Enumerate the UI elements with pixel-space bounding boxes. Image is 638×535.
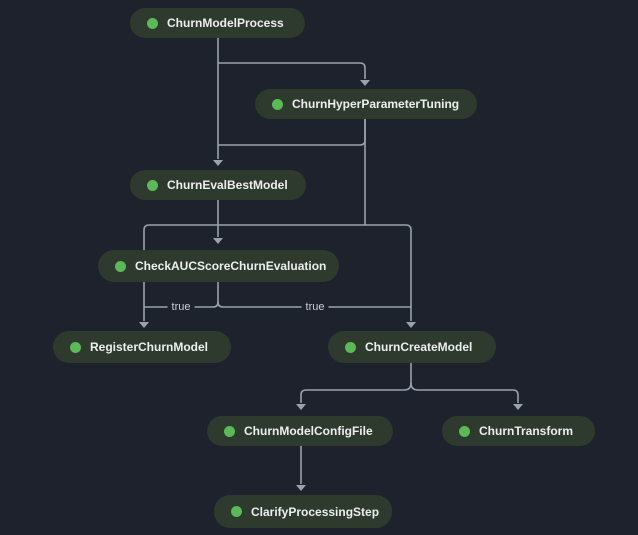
pipeline-step-node-ChurnModelConfigFile[interactable]: ChurnModelConfigFile	[207, 416, 393, 446]
node-label: RegisterChurnModel	[90, 340, 209, 354]
pipeline-step-node-ChurnEvalBestModel[interactable]: ChurnEvalBestModel	[130, 170, 306, 200]
pipeline-step-node-ChurnHyperParameterTuning[interactable]: ChurnHyperParameterTuning	[255, 89, 477, 119]
edge-arrowhead-icon	[296, 485, 306, 491]
edge-ChurnHyperParameterTuning-to-RegisterChurnModel	[143, 119, 366, 321]
node-label: ChurnCreateModel	[365, 340, 473, 354]
node-label: ChurnModelConfigFile	[244, 424, 373, 438]
edge-ChurnCreateModel-to-ChurnModelConfigFile	[300, 363, 412, 403]
pipeline-step-node-ChurnCreateModel[interactable]: ChurnCreateModel	[328, 331, 496, 363]
edge-arrowhead-icon	[406, 322, 416, 328]
status-success-dot-icon	[70, 341, 81, 353]
edge-ChurnHyperParameterTuning-to-ChurnCreateModel	[365, 224, 412, 321]
edge-ChurnHyperParameterTuning-to-ChurnEvalBestModel	[218, 119, 366, 146]
node-label: CheckAUCScoreChurnEvaluation	[135, 259, 327, 273]
edge-arrowhead-icon	[360, 80, 370, 86]
node-label: ChurnTransform	[479, 424, 574, 438]
status-success-dot-icon	[147, 17, 158, 29]
pipeline-step-node-ClarifyProcessingStep[interactable]: ClarifyProcessingStep	[214, 495, 392, 528]
edge-arrowhead-icon	[213, 160, 223, 166]
edge-condition-label: true	[301, 300, 329, 314]
status-success-dot-icon	[147, 179, 158, 191]
edge-ChurnModelProcess-to-ChurnHyperParameterTuning	[218, 62, 366, 79]
edge-arrowhead-icon	[213, 238, 223, 244]
edge-ChurnCreateModel-to-ChurnTransform	[410, 382, 519, 403]
status-success-dot-icon	[345, 341, 356, 353]
status-success-dot-icon	[459, 425, 470, 437]
edge-arrowhead-icon	[296, 404, 306, 410]
edge-arrowhead-icon	[513, 404, 523, 410]
edge-condition-label: true	[167, 300, 195, 314]
node-label: ChurnModelProcess	[167, 16, 284, 30]
edge-arrowhead-icon	[139, 322, 149, 328]
pipeline-step-node-RegisterChurnModel[interactable]: RegisterChurnModel	[53, 331, 231, 363]
node-label: ClarifyProcessingStep	[251, 504, 380, 519]
pipeline-step-node-ChurnModelProcess[interactable]: ChurnModelProcess	[130, 8, 305, 38]
node-label: ChurnHyperParameterTuning	[292, 97, 460, 111]
pipeline-step-node-ChurnTransform[interactable]: ChurnTransform	[442, 416, 595, 446]
status-success-dot-icon	[224, 425, 235, 437]
status-success-dot-icon	[115, 260, 126, 272]
edge-CheckAUCScoreChurnEvaluation-to-ChurnCreateModel	[217, 301, 411, 308]
node-label: ChurnEvalBestModel	[167, 178, 288, 192]
status-success-dot-icon	[231, 506, 242, 517]
status-success-dot-icon	[272, 98, 283, 110]
pipeline-step-node-CheckAUCScoreChurnEvaluation[interactable]: CheckAUCScoreChurnEvaluation	[98, 250, 339, 282]
